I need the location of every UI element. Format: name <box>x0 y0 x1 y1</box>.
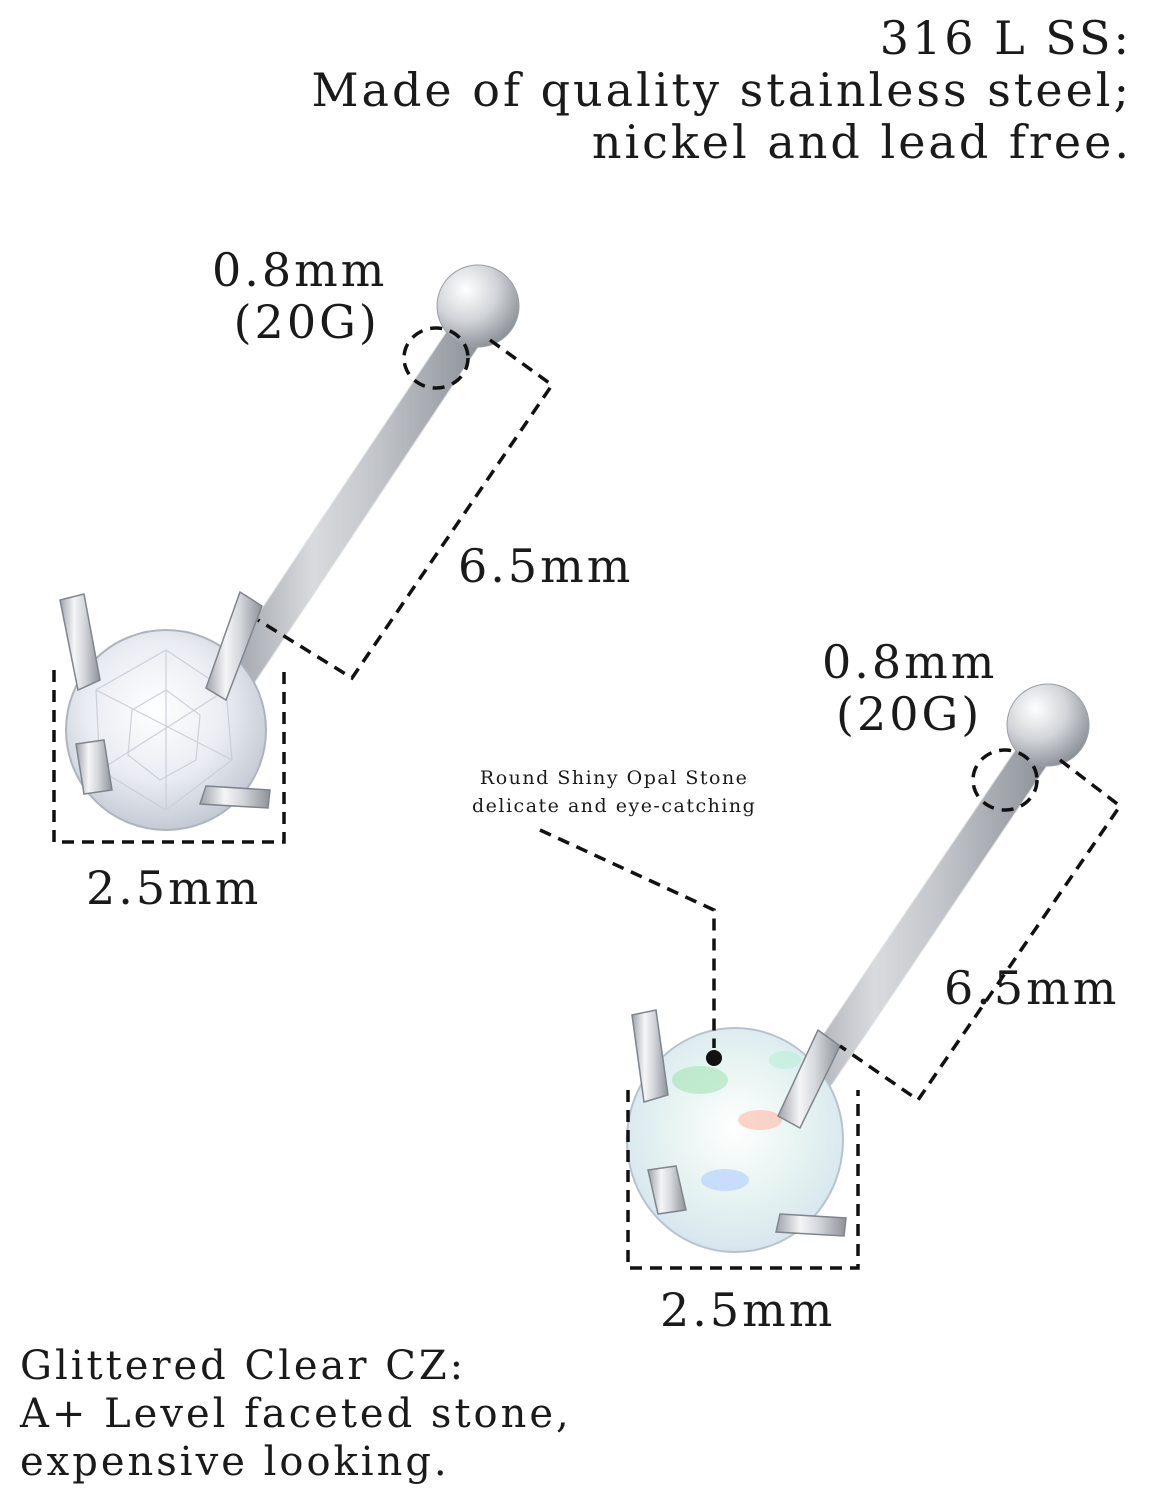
clear-cz-caption-line-2: expensive looking. <box>20 1439 450 1485</box>
opal-callout-dot <box>706 1050 722 1066</box>
clear-cz-stud <box>59 264 520 831</box>
clear-cz-pin <box>205 293 499 717</box>
clear-cz-gauge-mm: 0.8mm <box>212 243 388 297</box>
opal-callout-line-1: Round Shiny Opal Stone <box>479 767 749 789</box>
opal-stone-size-label: 2.5mm <box>660 1283 836 1337</box>
clear-cz-gauge-marker <box>402 326 470 390</box>
dimension-lines <box>52 326 1123 1270</box>
clear-cz-length-label: 6.5mm <box>458 539 634 593</box>
opal-callout-leader <box>539 828 716 1048</box>
opal-callout-line-2: delicate and eye-catching <box>472 795 757 817</box>
opal-length-label: 6.5mm <box>944 961 1120 1015</box>
clear-cz-gauge-g: (20G) <box>233 295 380 349</box>
material-line-1: Made of quality stainless steel; <box>311 63 1132 117</box>
clear-cz-stone-size-label: 2.5mm <box>86 861 262 915</box>
opal-gauge-g: (20G) <box>836 687 983 741</box>
opal-callout: Round Shiny Opal Stone delicate and eye-… <box>472 764 756 820</box>
opal-gauge-mm: 0.8mm <box>822 635 998 689</box>
clear-cz-length-bracket <box>257 338 555 681</box>
clear-cz-caption-title: Glittered Clear CZ: <box>20 1343 467 1389</box>
opal-size-bracket <box>626 1090 860 1270</box>
clear-cz-caption-line-1: A+ Level faceted stone, <box>20 1391 572 1437</box>
clear-cz-prongs <box>59 590 271 809</box>
material-info: 316 L SS: Made of quality stainless stee… <box>311 12 1132 168</box>
clear-cz-gauge-label: 0.8mm (20G) <box>212 244 387 348</box>
clear-cz-caption: Glittered Clear CZ: A+ Level faceted sto… <box>20 1342 572 1486</box>
material-line-2: nickel and lead free. <box>591 115 1132 169</box>
opal-ball-end <box>1006 683 1090 767</box>
clear-cz-ball-end <box>436 264 520 348</box>
opal-gauge-label: 0.8mm (20G) <box>822 636 997 740</box>
opal-gauge-marker <box>971 748 1039 812</box>
material-title: 316 L SS: <box>879 11 1132 65</box>
clear-cz-size-bracket <box>52 670 286 844</box>
opal-prongs <box>631 1009 847 1237</box>
opal-stud <box>626 683 1090 1253</box>
